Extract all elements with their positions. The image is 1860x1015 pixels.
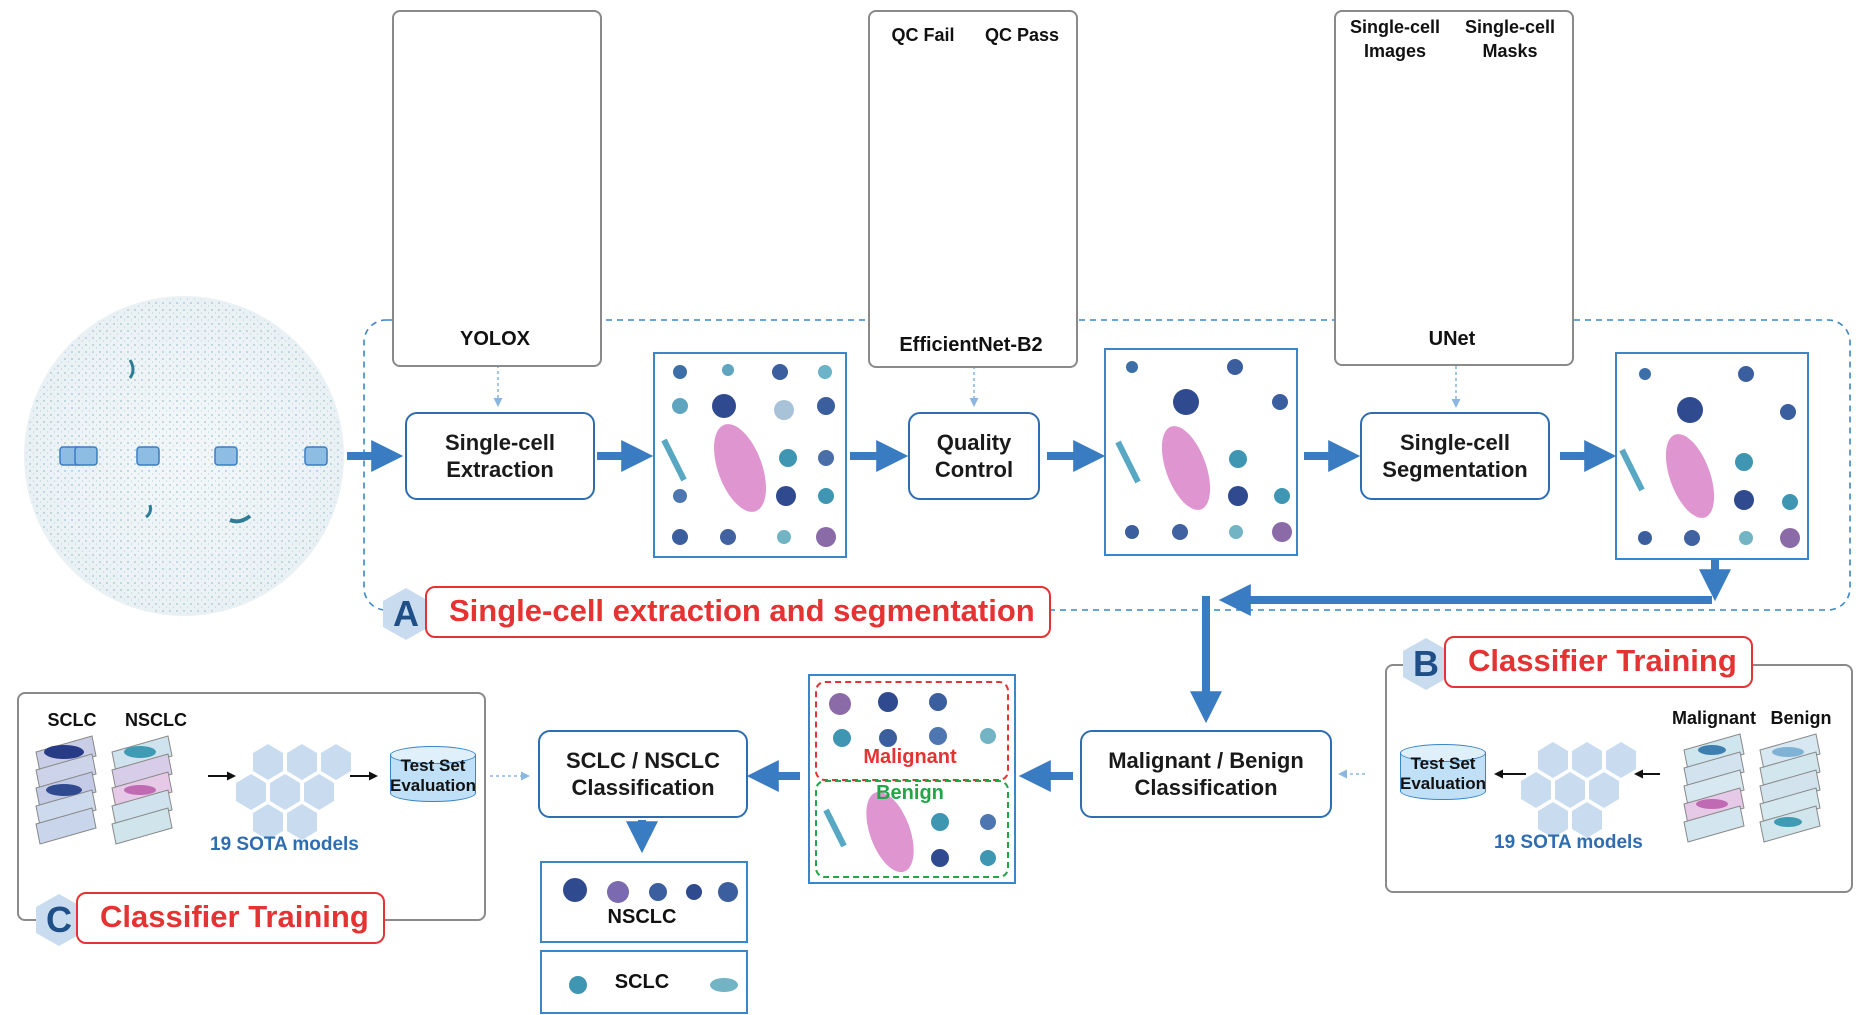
classification-result-panel <box>808 674 1016 884</box>
b-benign-stack <box>1759 733 1821 843</box>
nsclc-output-label: NSCLC <box>607 906 677 928</box>
malignant-benign-classification-step[interactable]: Malignant / Benign Classification <box>1080 730 1332 818</box>
model-link-arrows <box>490 365 1461 781</box>
yolox-label: YOLOX <box>459 328 530 350</box>
section-a-title: Single-cell extraction and segmentation <box>425 586 1051 638</box>
flow-arrows <box>347 440 1731 854</box>
c-sclc-col-label: SCLC <box>47 710 97 730</box>
single-cell-segmentation-step[interactable]: Single-cell Segmentation <box>1360 412 1550 500</box>
c-nsclc-col-label: NSCLC <box>125 710 187 730</box>
nsclc-cells <box>563 878 738 903</box>
extracted-cells-panel <box>653 352 847 558</box>
b-sota-models: 19 SOTA models <box>1494 832 1643 853</box>
seg-images-label: Single-cell Images <box>1349 17 1441 61</box>
sclc-output <box>540 950 748 1014</box>
section-c-hex: C <box>36 894 82 946</box>
benign-label: Benign <box>876 782 944 804</box>
cells-panel-3 <box>1619 366 1800 548</box>
section-c-title: Classifier Training <box>76 892 385 944</box>
c-hex-cluster <box>236 744 351 840</box>
malignant-label: Malignant <box>863 746 957 768</box>
section-a-hex: A <box>383 588 429 640</box>
sclc-cells <box>569 976 738 994</box>
efficientnet-label: EfficientNet-B2 <box>899 334 1043 356</box>
qc-fail-label: QC Fail <box>891 25 955 45</box>
nsclc-output <box>540 861 748 943</box>
unet-label: UNet <box>1428 328 1476 350</box>
benign-group <box>815 780 1009 878</box>
yolox-box <box>392 10 602 367</box>
quality-control-step[interactable]: Quality Control <box>908 412 1040 500</box>
cells-panel-1 <box>661 364 836 547</box>
b-malignant-stack <box>1683 733 1745 843</box>
efficientnet-box <box>868 10 1078 368</box>
qc-pass-label: QC Pass <box>984 25 1060 45</box>
result-cells <box>823 692 996 873</box>
c-sota-models: 19 SOTA models <box>210 834 359 855</box>
b-test-set-evaluation: Test Set Evaluation <box>1400 744 1486 800</box>
c-test-set-evaluation: Test Set Evaluation <box>390 746 476 802</box>
sclc-output-label: SCLC <box>614 971 670 993</box>
sclc-nsclc-classification-step[interactable]: SCLC / NSCLC Classification <box>538 730 748 818</box>
b-benign-col-label: Benign <box>1770 708 1832 728</box>
b-test-set-label: Test Set Evaluation <box>1400 754 1486 793</box>
section-a-region <box>363 319 1851 611</box>
seg-masks-label: Single-cell Masks <box>1464 17 1556 61</box>
c-sclc-stack <box>35 735 97 845</box>
section-b-title: Classifier Training <box>1444 636 1753 688</box>
segmented-cells-panel <box>1615 352 1809 560</box>
cells-panel-2 <box>1115 359 1292 542</box>
slide-image <box>24 296 344 616</box>
b-malignant-col-label: Malignant <box>1672 708 1756 728</box>
c-test-set-label: Test Set Evaluation <box>390 756 476 795</box>
qc-cells-panel <box>1104 348 1298 556</box>
b-hex-cluster <box>1521 742 1636 838</box>
unet-box <box>1334 10 1574 366</box>
c-nsclc-stack <box>111 735 173 845</box>
single-cell-extraction-step[interactable]: Single-cell Extraction <box>405 412 595 500</box>
